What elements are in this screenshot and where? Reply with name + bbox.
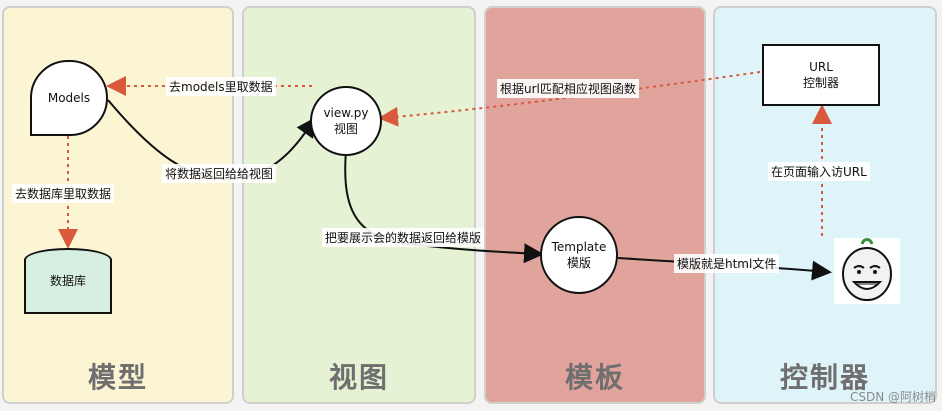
edge-label-template-to-user: 模版就是html文件 <box>674 254 780 273</box>
url-label-line2: 控制器 <box>802 76 839 90</box>
models-node: Models <box>30 60 108 136</box>
edge-label-models-to-view: 将数据返回给给视图 <box>162 164 277 183</box>
edge-label-view-to-template: 把要展示会的数据返回给模版 <box>322 228 485 247</box>
lane-view-title: 视图 <box>328 361 389 394</box>
edge-label-user-to-url: 在页面输入访URL <box>768 162 870 181</box>
user-face-icon <box>834 238 900 304</box>
edge-label-models-to-database: 去数据库里取数据 <box>12 184 115 203</box>
lane-view: 视图 <box>242 6 476 404</box>
view-label-line2: 视图 <box>333 122 358 136</box>
edge-label-view-to-models: 去models里取数据 <box>166 77 276 96</box>
lane-template-title: 模板 <box>564 361 625 394</box>
models-label: Models <box>47 91 91 105</box>
view-label-line1: view.py <box>323 106 369 120</box>
database-label: 数据库 <box>49 274 86 288</box>
lane-controller-title: 控制器 <box>779 361 870 394</box>
edge-label-url-to-view: 根据url匹配相应视图函数 <box>497 79 639 98</box>
template-label-line1: Template <box>551 240 607 254</box>
lane-template: 模板 <box>484 6 706 404</box>
lane-model-title: 模型 <box>87 361 148 394</box>
database-node: 数据库 <box>24 248 112 314</box>
edge-url-to-view <box>378 71 761 127</box>
url-controller-node: URL 控制器 <box>762 44 880 106</box>
template-node: Template 模版 <box>540 216 618 294</box>
template-label-line2: 模版 <box>566 256 591 270</box>
csdn-watermark: CSDN @阿树梢 <box>849 390 936 404</box>
url-label-line1: URL <box>809 60 833 74</box>
view-node: view.py 视图 <box>310 86 382 156</box>
